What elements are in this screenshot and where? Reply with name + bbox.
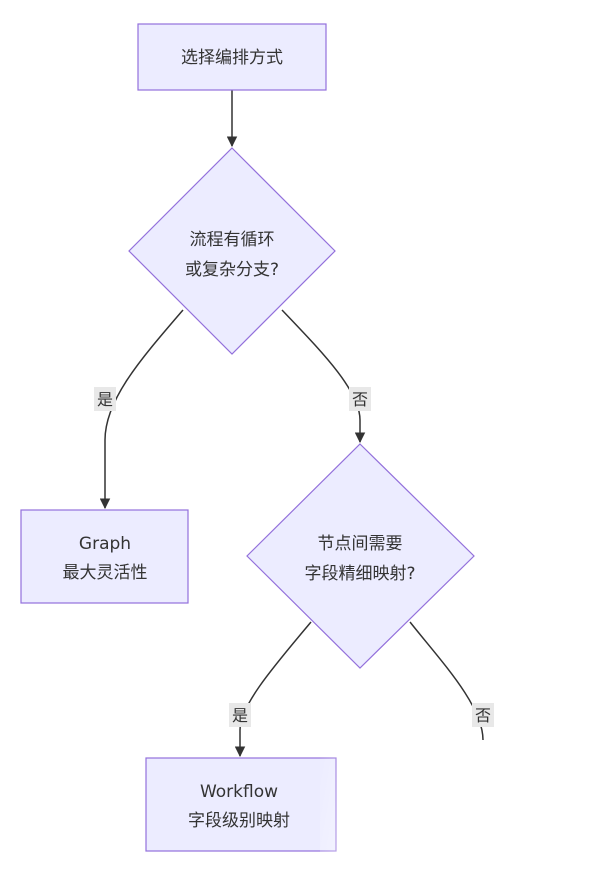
node-graph-line2: 最大灵活性 [63, 563, 148, 583]
edge-label-text: 是 [97, 390, 113, 409]
node-workflow: Workflow 字段级别映射 [145, 757, 337, 852]
edge-label-d2-no: 否 [472, 703, 494, 727]
node-start-label: 选择编排方式 [181, 48, 283, 68]
edges [99, 90, 484, 780]
edge-label-d2-yes: 是 [229, 703, 251, 727]
node-decision2: 节点间需要 字段精细映射? [246, 443, 475, 669]
edge-decision1-to-graph [99, 309, 184, 510]
edge-label-text: 否 [475, 706, 491, 725]
edge-decision2-to-workflow [234, 621, 312, 758]
node-decision2-line2: 字段精细映射? [304, 564, 415, 584]
edge-label-text: 是 [232, 706, 248, 725]
node-workflow-line2: 字段级别映射 [188, 811, 290, 831]
edge-decision2-no [409, 621, 484, 780]
node-decision1: 流程有循环 或复杂分支? [128, 147, 336, 355]
edge-decision1-to-decision2 [281, 309, 366, 444]
node-graph-line1: Graph [79, 534, 131, 554]
node-workflow-line1: Workflow [200, 782, 278, 802]
edge-label-d1-yes: 是 [94, 387, 116, 411]
node-decision1-line1: 流程有循环 [190, 230, 275, 250]
node-start: 选择编排方式 [137, 23, 327, 91]
edge-label-d1-no: 否 [349, 387, 371, 411]
edge-label-text: 否 [352, 390, 368, 409]
node-decision2-line1: 节点间需要 [318, 534, 403, 554]
node-decision1-line2: 或复杂分支? [185, 260, 279, 280]
node-graph: Graph 最大灵活性 [20, 509, 189, 604]
